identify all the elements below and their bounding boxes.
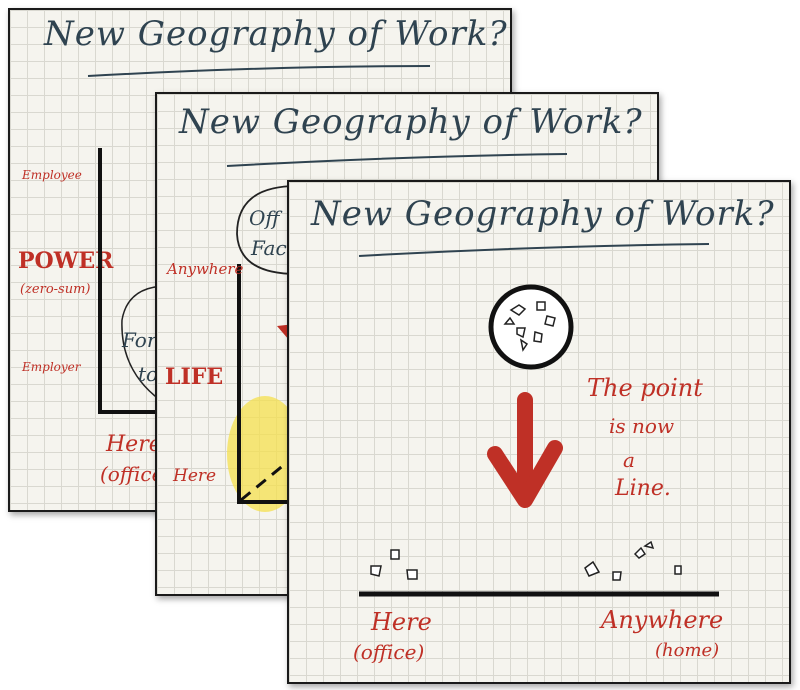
diagram-sketch bbox=[359, 284, 719, 597]
chart-axes bbox=[98, 148, 171, 414]
right-end-sub-label: (home) bbox=[655, 640, 720, 661]
y-axis-bottom-label: Employer bbox=[22, 360, 81, 374]
chart-sketch bbox=[227, 185, 303, 512]
scattered-shapes bbox=[370, 540, 682, 581]
title-underline bbox=[226, 153, 568, 167]
left-end-sub-label: (office) bbox=[353, 640, 425, 664]
title-underline bbox=[87, 65, 431, 77]
bubble-text-1: Off bbox=[249, 206, 280, 230]
note-line-1: The point bbox=[587, 374, 703, 402]
y-axis-top-label: Anywhere bbox=[167, 260, 244, 278]
slide-title: New Geography of Work? bbox=[179, 102, 643, 142]
slide-title: New Geography of Work? bbox=[311, 194, 775, 234]
y-axis-bottom-label: Here bbox=[173, 466, 217, 486]
x-axis-label: Here bbox=[106, 432, 162, 457]
down-arrow-icon bbox=[487, 392, 563, 508]
y-axis-label: LIFE bbox=[165, 364, 224, 390]
bubble-text-2: Fac bbox=[251, 236, 287, 260]
x-axis-sub-label: (office bbox=[100, 462, 164, 486]
y-axis-top-label: Employee bbox=[22, 168, 82, 182]
right-end-label: Anywhere bbox=[601, 606, 724, 634]
note-line-2: is now bbox=[609, 414, 675, 438]
note-line-4: Line. bbox=[615, 476, 671, 501]
note-line-3: a bbox=[623, 448, 635, 472]
title-underline bbox=[358, 243, 710, 257]
left-end-label: Here bbox=[371, 608, 432, 636]
point-circle-icon bbox=[488, 284, 574, 370]
y-axis-sub-label: (zero-sum) bbox=[20, 282, 91, 297]
y-axis-label: POWER bbox=[18, 248, 114, 274]
slide-card-3: New Geography of Work? bbox=[287, 180, 791, 684]
bubble-text-2: to bbox=[138, 362, 159, 386]
slide-title: New Geography of Work? bbox=[44, 14, 508, 54]
